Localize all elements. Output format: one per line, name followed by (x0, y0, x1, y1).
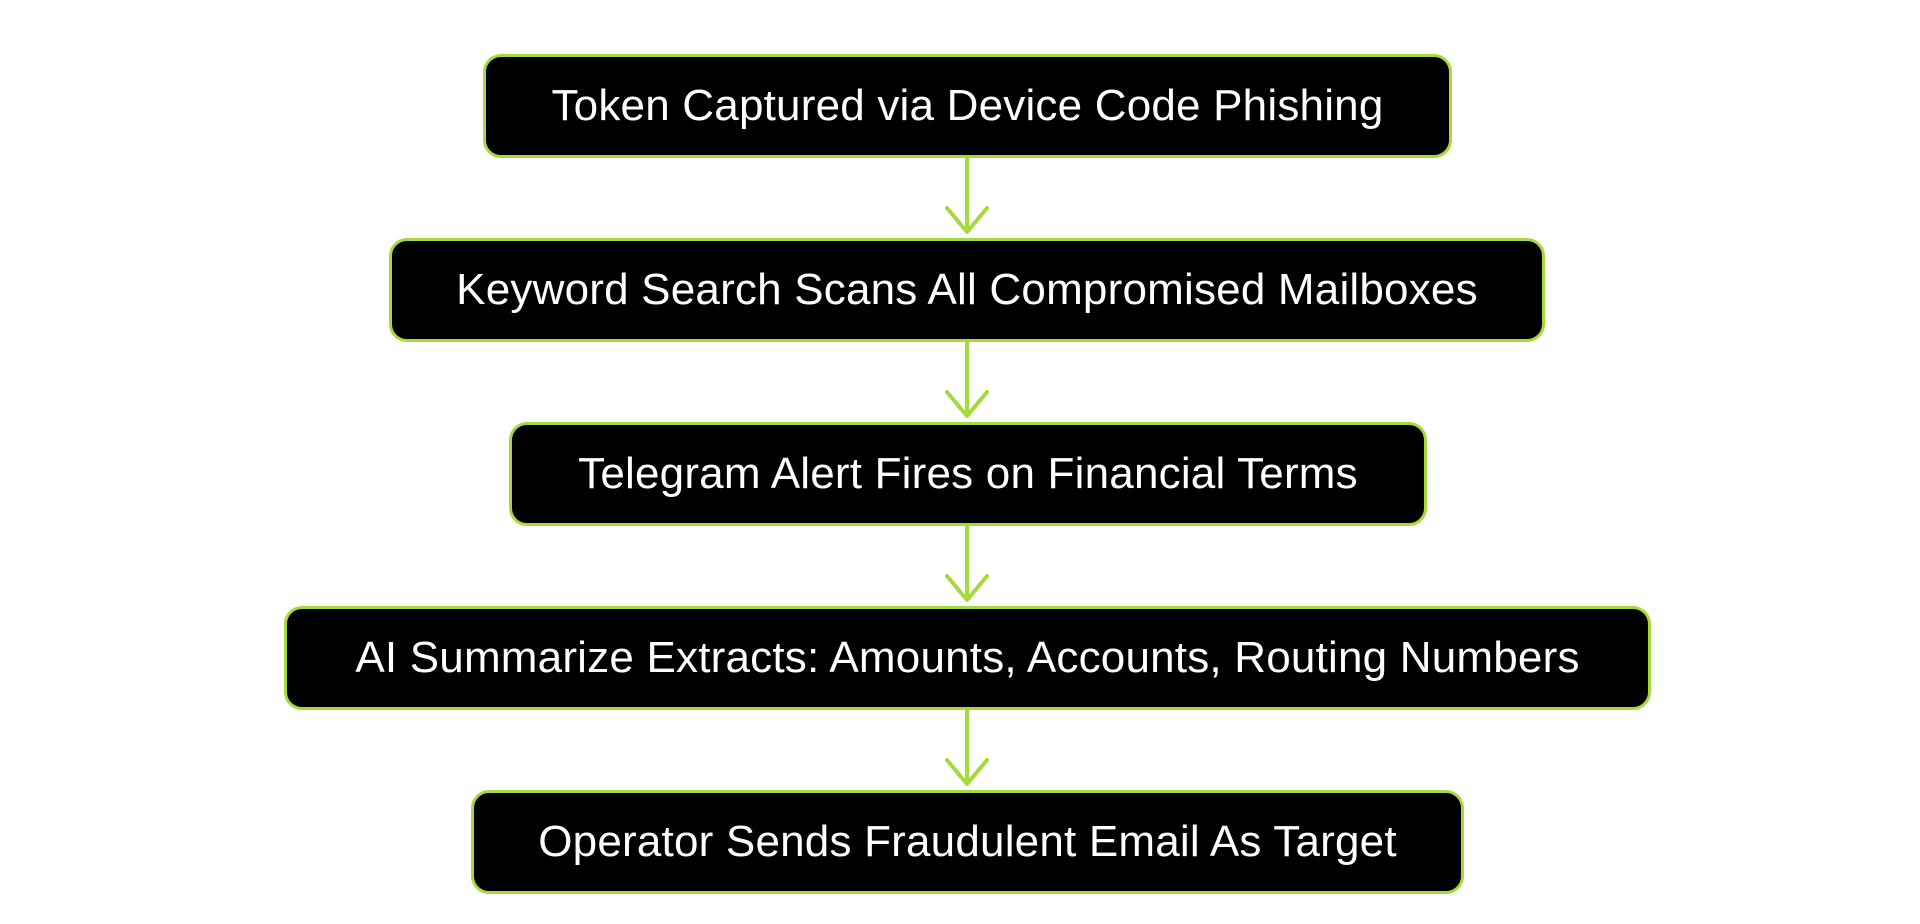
arrow-3 (945, 526, 989, 602)
arrow-4 (945, 710, 989, 786)
step-label: Keyword Search Scans All Compromised Mai… (456, 265, 1478, 314)
step-ai-summarize: AI Summarize Extracts: Amounts, Accounts… (284, 606, 1651, 710)
step-operator-sends-email: Operator Sends Fraudulent Email As Targe… (471, 790, 1464, 894)
arrow-2 (945, 342, 989, 418)
step-telegram-alert: Telegram Alert Fires on Financial Terms (509, 422, 1427, 526)
step-label: Token Captured via Device Code Phishing (551, 81, 1384, 130)
step-label: Telegram Alert Fires on Financial Terms (578, 449, 1358, 498)
step-label: AI Summarize Extracts: Amounts, Accounts… (355, 633, 1580, 682)
step-label: Operator Sends Fraudulent Email As Targe… (538, 817, 1397, 866)
arrow-1 (945, 158, 989, 234)
step-token-captured: Token Captured via Device Code Phishing (483, 54, 1452, 158)
step-keyword-search: Keyword Search Scans All Compromised Mai… (389, 238, 1545, 342)
